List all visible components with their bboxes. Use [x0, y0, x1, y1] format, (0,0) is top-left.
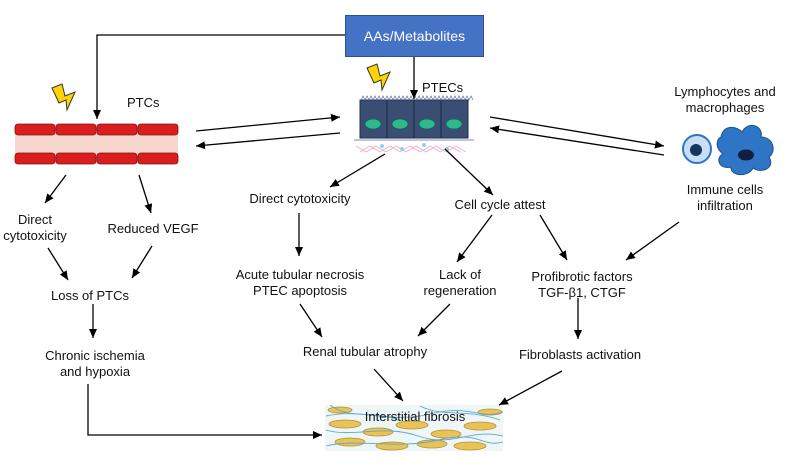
- macrophage-icon: [716, 124, 774, 176]
- arrows: [44, 34, 680, 439]
- ptcs-label: PTCs: [127, 95, 160, 110]
- lymphocyte-icon: [682, 134, 712, 164]
- renal-tubular-atrophy-label: Renal tubular atrophy: [302, 344, 428, 359]
- fibroblasts-activation-label: Fibroblasts activation: [518, 347, 642, 362]
- aas-metabolites-box: AAs/Metabolites: [345, 15, 484, 57]
- aas-metabolites-label: AAs/Metabolites: [363, 28, 466, 44]
- interstitial-fibrosis-label: Interstitial fibrosis: [364, 409, 466, 424]
- lightning-bolt-icon: [366, 63, 391, 92]
- epithelium-icon: [354, 95, 474, 153]
- loss-of-ptcs-label: Loss of PTCs: [50, 288, 130, 303]
- ptecs-label: PTECs: [422, 80, 464, 95]
- reduced-vegf-label: Reduced VEGF: [107, 221, 199, 236]
- fibroblast-tissue-icon: [325, 404, 504, 451]
- lightning-bolt-icon: [51, 83, 76, 112]
- capillary-icon: [14, 123, 179, 165]
- cell-cycle-attest-label: Cell cycle attest: [454, 197, 546, 212]
- ptec-direct-cytotoxicity-label: Direct cytotoxicity: [249, 191, 351, 206]
